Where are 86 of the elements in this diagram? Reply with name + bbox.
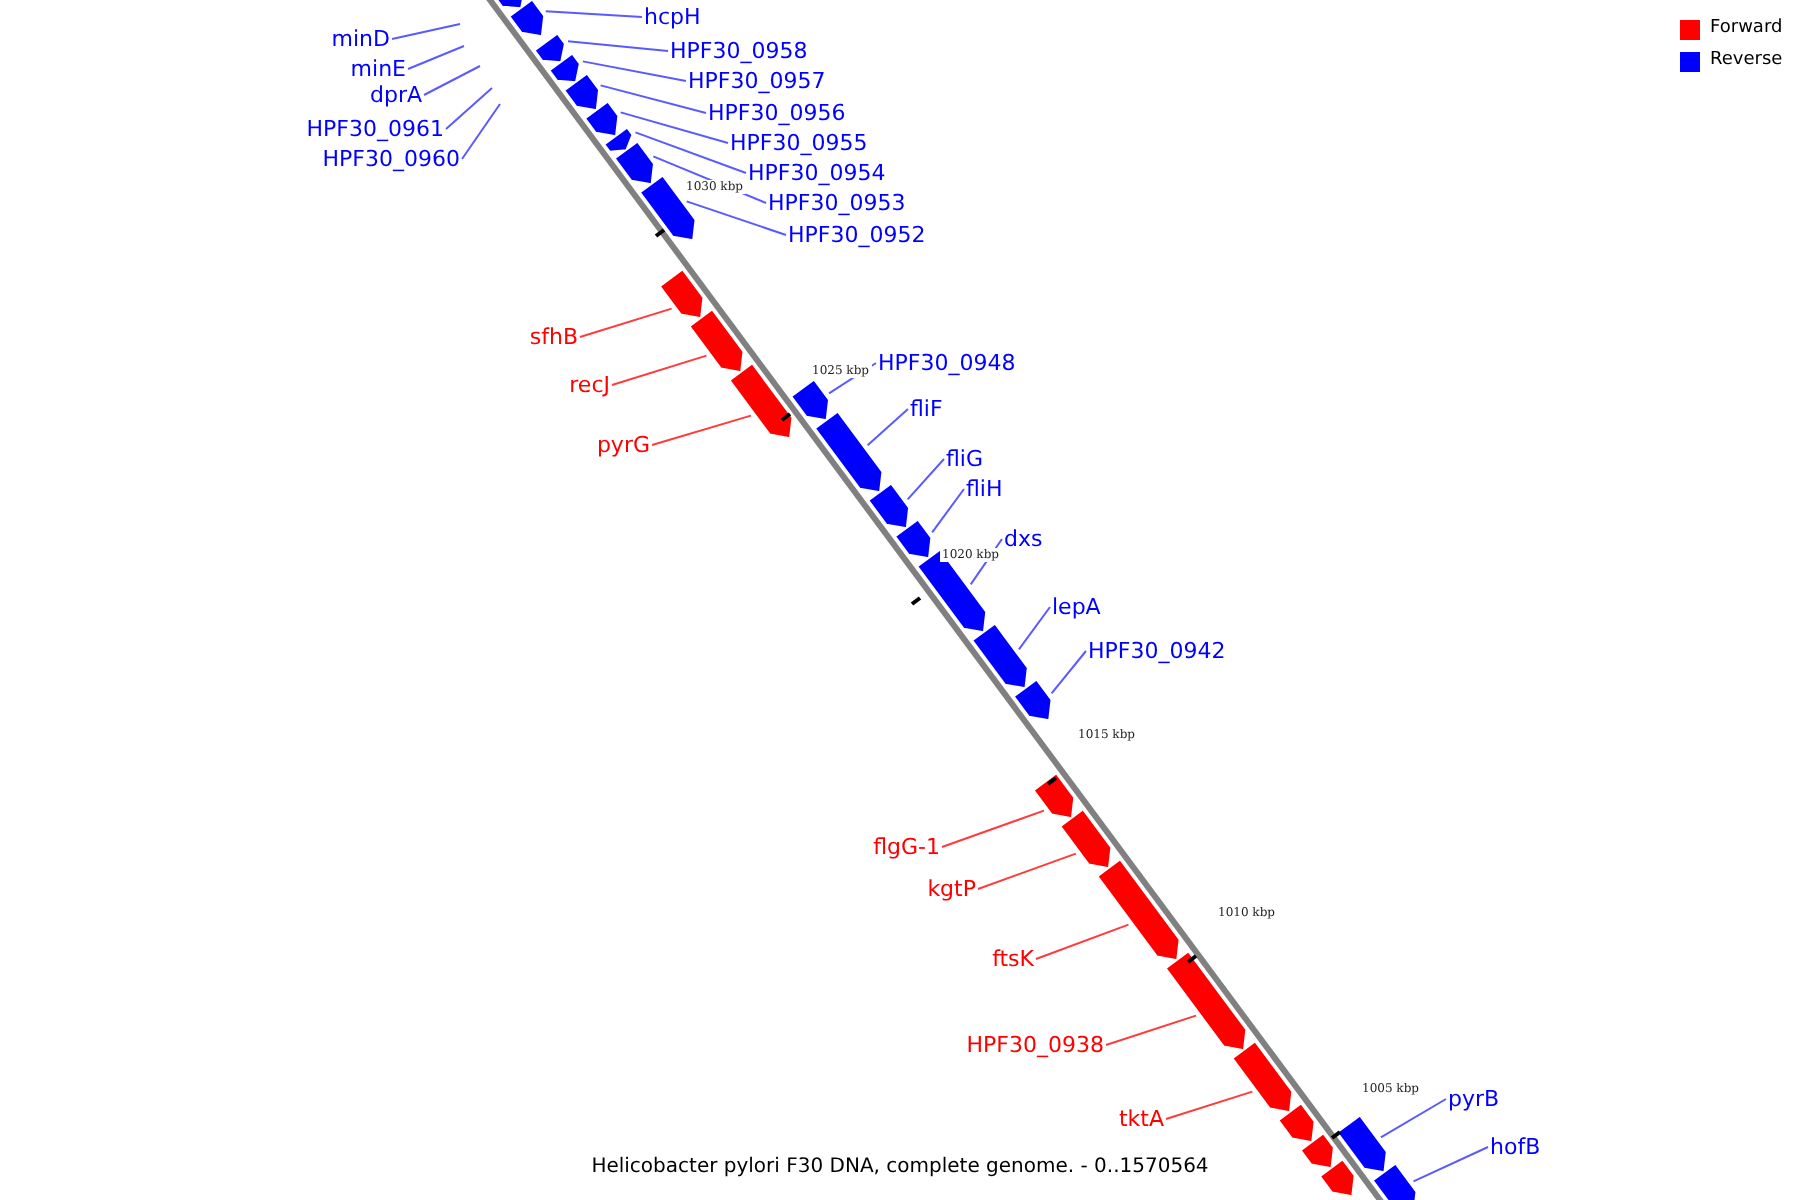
gene-segment <box>1032 772 1075 819</box>
gene-segment <box>894 518 932 560</box>
gene-label: flgG-1 <box>873 834 940 860</box>
leader-line <box>906 458 945 501</box>
gene-segment <box>688 308 745 373</box>
gene-segment <box>1299 1132 1335 1169</box>
gene-label: minD <box>331 26 390 52</box>
gene-segment <box>1371 1162 1418 1200</box>
gene-label: HPF30_0958 <box>670 38 808 64</box>
gene-segment <box>867 482 910 530</box>
leader-line <box>685 200 787 236</box>
gene-label: fliG <box>946 446 984 472</box>
leader-line <box>581 60 687 82</box>
gene-label: HPF30_0956 <box>708 100 846 126</box>
leader-line <box>423 65 481 96</box>
leader-line <box>1412 1146 1489 1183</box>
gene-segment <box>1059 808 1112 869</box>
gene-segment <box>548 52 581 83</box>
gene-segment <box>1231 1040 1293 1113</box>
legend-label: Forward <box>1710 18 1783 38</box>
leader-line <box>579 307 673 338</box>
gene-segment <box>790 378 830 422</box>
gene-label: HPF30_0938 <box>966 1032 1104 1058</box>
gene-label: fliH <box>966 476 1003 502</box>
gene-segment <box>1012 678 1053 722</box>
gene-label: HPF30_0942 <box>1088 638 1226 664</box>
legend-label: Reverse <box>1710 50 1783 70</box>
gene-segment <box>603 126 634 153</box>
gene-segment <box>814 410 884 494</box>
leader-line <box>1050 650 1087 695</box>
gene-label: hofB <box>1490 1134 1541 1160</box>
gene-label: HPF30_0953 <box>768 190 906 216</box>
leader-line <box>1379 1098 1447 1139</box>
gene-label: pyrB <box>1448 1086 1500 1112</box>
gene-segment <box>533 32 566 63</box>
gene-label: fliF <box>910 396 943 422</box>
gene-label: dxs <box>1004 526 1043 552</box>
leader-line <box>611 354 708 386</box>
leader-line <box>1105 1014 1197 1046</box>
gene-segment <box>1096 858 1181 961</box>
leader-line <box>407 45 465 70</box>
leader-line <box>461 103 501 160</box>
leader-line <box>634 131 747 174</box>
gene-label: HPF30_0955 <box>730 130 868 156</box>
gene-label: lepA <box>1052 594 1101 620</box>
gene-segment <box>728 362 794 439</box>
gene-segment <box>1164 950 1247 1051</box>
gene-segment <box>584 100 619 138</box>
leader-line <box>544 10 643 18</box>
leader-line <box>1035 923 1130 960</box>
leader-line <box>391 23 461 40</box>
leader-line <box>1165 1090 1254 1120</box>
gene-label: recJ <box>569 372 610 398</box>
caption: Helicobacter pylori F30 DNA, complete genome. - 0..1570564 <box>591 1156 1209 1178</box>
gene-label: HPF30_0957 <box>688 68 826 94</box>
gene-label: HPF30_0961 <box>306 116 444 142</box>
gene-segment <box>971 622 1029 690</box>
leader-line <box>866 408 909 447</box>
leader-line <box>599 84 707 114</box>
gene-segment <box>1277 1102 1316 1143</box>
gene-segment <box>508 0 545 38</box>
gene-label: dprA <box>369 82 422 108</box>
leader-line <box>619 111 729 144</box>
leader-line <box>445 87 493 130</box>
leader-line <box>1017 606 1051 651</box>
gene-segment <box>658 268 705 319</box>
leader-line <box>567 40 669 52</box>
gene-label: tktA <box>1118 1106 1164 1132</box>
gene-label: sfhB <box>529 324 578 350</box>
gene-label: HPF30_0954 <box>748 160 886 186</box>
gene-segment <box>563 72 600 112</box>
gene-label: pyrG <box>596 432 650 458</box>
gene-segment <box>1336 1114 1388 1174</box>
leader-line <box>941 809 1045 848</box>
gene-label: HPF30_0948 <box>878 350 1016 376</box>
leader-line <box>931 488 965 534</box>
gene-segment <box>493 0 526 9</box>
gene-label: minE <box>350 56 406 82</box>
gene-label: hcpH <box>644 4 701 30</box>
gene-label: kgtP <box>927 876 976 902</box>
gene-segment <box>1319 1158 1356 1197</box>
leader-line <box>977 852 1077 890</box>
gene-label: HPF30_0952 <box>788 222 926 248</box>
gene-label: ftsK <box>992 946 1034 972</box>
gene-label: HPF30_0960 <box>322 146 460 172</box>
leader-line <box>651 414 752 446</box>
